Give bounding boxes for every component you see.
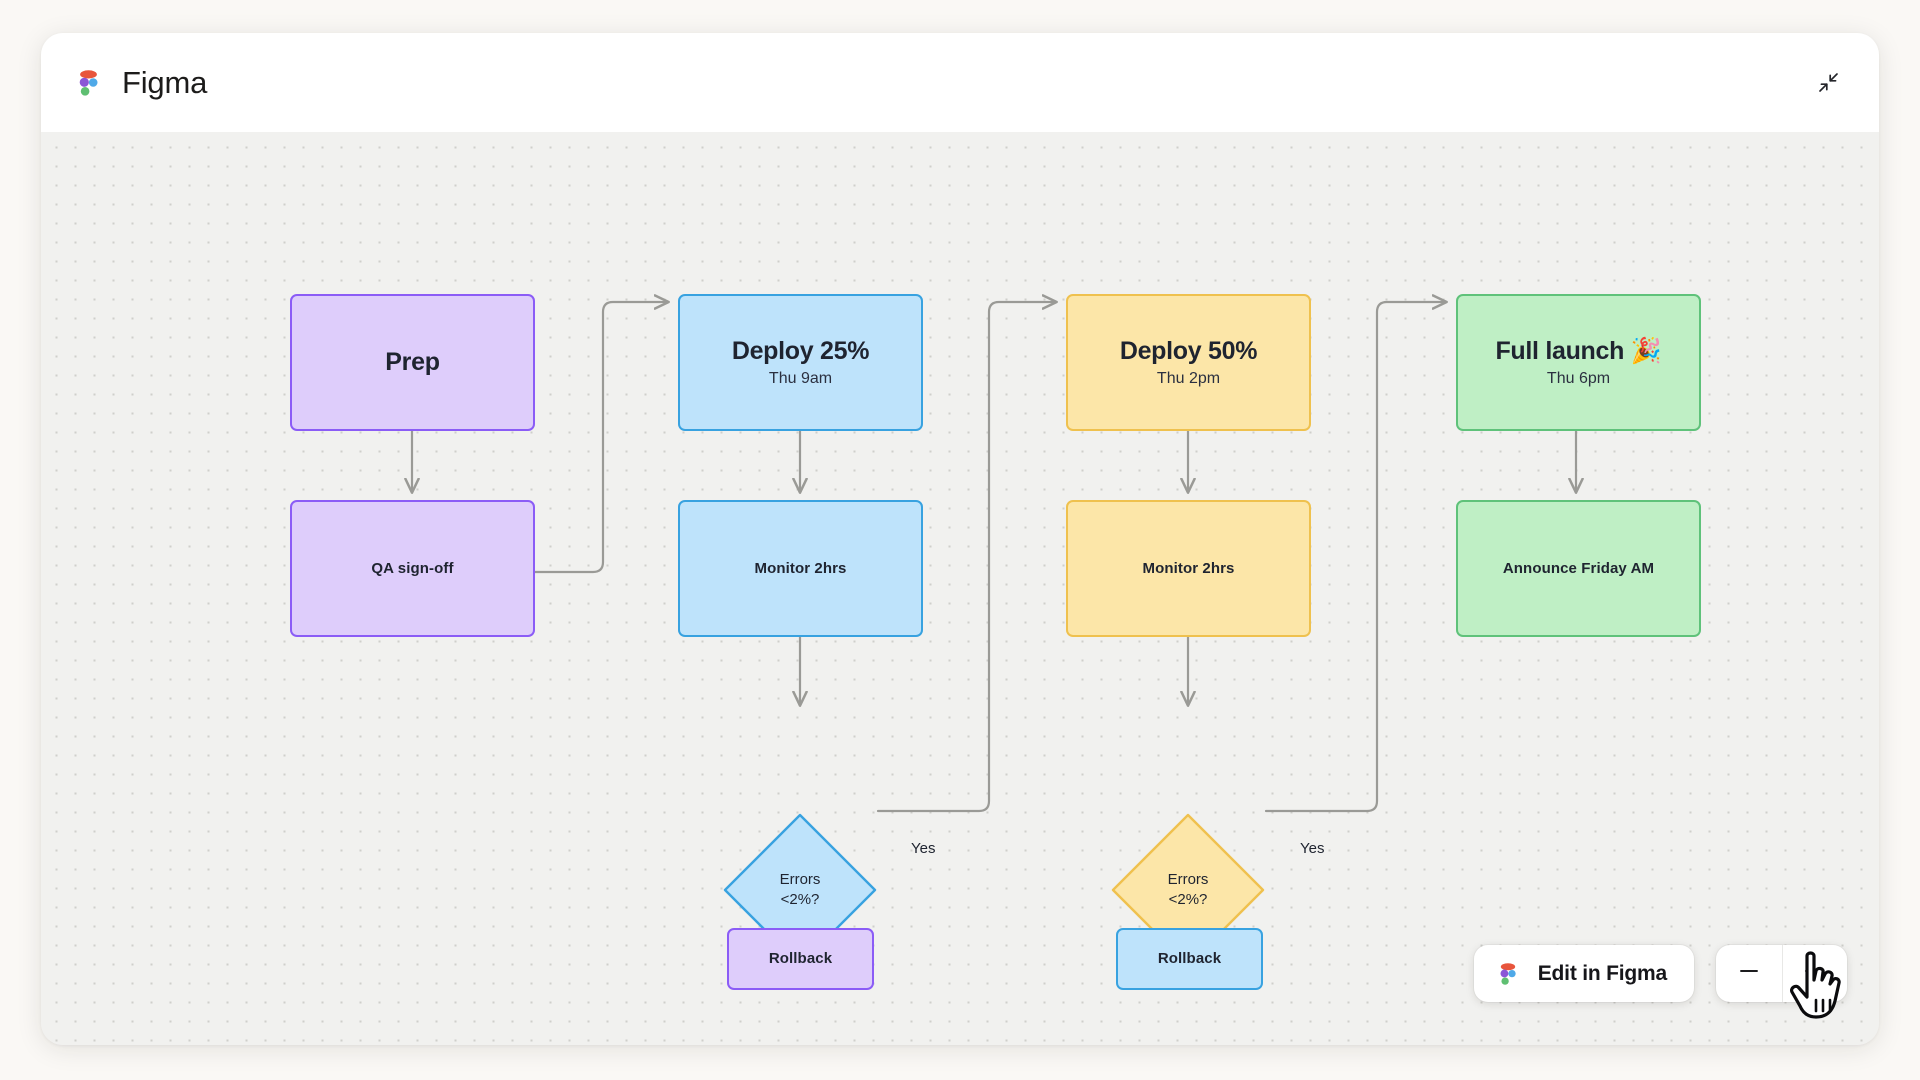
flow-node-full-launch[interactable]: Full launch 🎉 Thu 6pm <box>1456 294 1701 431</box>
figma-logo-icon <box>71 65 105 100</box>
zoom-out-button[interactable] <box>1716 945 1782 1002</box>
figma-embed-window: Figma <box>41 33 1879 1045</box>
app-title: Figma <box>122 65 208 100</box>
flow-node-monitor-2[interactable]: Monitor 2hrs <box>1066 500 1311 637</box>
node-title: Monitor 2hrs <box>1142 559 1235 577</box>
minus-icon <box>1737 959 1761 988</box>
node-title: Prep <box>385 348 440 377</box>
node-title: Monitor 2hrs <box>754 559 847 577</box>
hand-pointer-cursor <box>1785 948 1851 1025</box>
edit-in-figma-label: Edit in Figma <box>1537 961 1667 985</box>
node-subtitle: Thu 2pm <box>1156 370 1221 388</box>
edge-label-yes: Yes <box>1300 840 1325 857</box>
node-title: Deploy 50% <box>1119 336 1258 365</box>
connector-edges <box>41 132 1879 1045</box>
node-title: Full launch 🎉 <box>1495 336 1662 365</box>
node-title: Rollback <box>1157 950 1222 968</box>
node-title: Announce Friday AM <box>1502 559 1655 577</box>
collapse-arrows-icon[interactable] <box>1809 64 1847 102</box>
edge-label-yes: Yes <box>911 840 936 857</box>
flow-node-qa-sign-off[interactable]: QA sign-off <box>290 500 535 637</box>
flow-node-deploy-25[interactable]: Deploy 25% Thu 9am <box>678 294 923 431</box>
node-title: Rollback <box>768 950 833 968</box>
figma-logo-icon <box>1492 958 1523 989</box>
node-subtitle: Thu 9am <box>768 370 833 388</box>
flow-node-announce[interactable]: Announce Friday AM <box>1456 500 1701 637</box>
node-title: QA sign-off <box>371 559 454 577</box>
node-subtitle: Thu 6pm <box>1546 370 1611 388</box>
node-title: Deploy 25% <box>731 336 870 365</box>
edit-in-figma-button[interactable]: Edit in Figma <box>1473 945 1694 1002</box>
flow-node-rollback-1[interactable]: Rollback <box>727 928 874 990</box>
app-brand: Figma <box>71 65 208 100</box>
diagram-canvas[interactable]: Errors <2%? Errors <2%? Yes No Yes No Pr… <box>41 132 1879 1045</box>
flow-node-monitor-1[interactable]: Monitor 2hrs <box>678 500 923 637</box>
flow-node-prep[interactable]: Prep <box>290 294 535 431</box>
window-title-bar: Figma <box>41 33 1879 132</box>
flow-node-rollback-2[interactable]: Rollback <box>1116 928 1263 990</box>
flow-node-deploy-50[interactable]: Deploy 50% Thu 2pm <box>1066 294 1311 431</box>
